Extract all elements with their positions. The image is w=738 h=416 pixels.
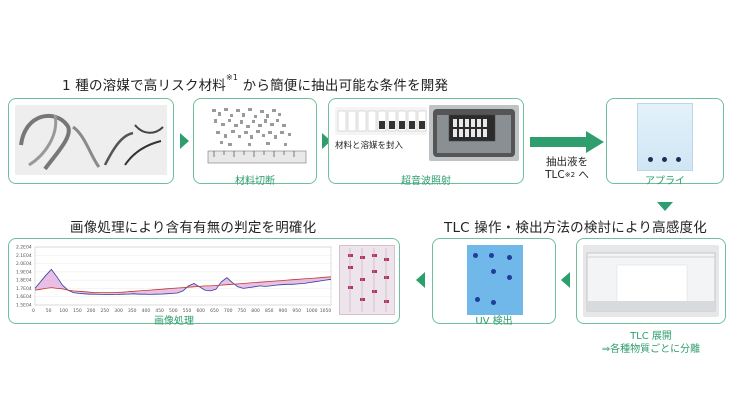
heading-top-rest: から簡便に抽出可能な条件を開発 <box>238 78 449 94</box>
y-tick-label: 1.7E04 <box>16 286 32 292</box>
x-tick-label: 0 <box>32 308 35 314</box>
caption-ultrasonic: 超音波照射 <box>401 176 451 187</box>
difference-fill <box>35 269 331 295</box>
x-tick-label: 1000 <box>306 308 318 314</box>
x-tick-label: 650 <box>210 308 219 314</box>
y-tick-label: 2.2E04 <box>16 245 32 251</box>
arrow-right-icon <box>180 133 189 149</box>
caption-develop: TLC 展開 <box>630 331 672 342</box>
uv-spot <box>473 253 478 258</box>
step-box-uv: UV 検出 <box>432 238 556 327</box>
spot-2 <box>662 157 667 162</box>
step-box-ultrasonic: 材料と溶媒を封入 超音波照射 <box>328 98 524 187</box>
spectrum-chart: 2.2E04 2.1E04 2.0E04 1.9E04 1.8E04 1.7E04 1.6E… <box>16 245 332 315</box>
extract-sup: ※2 <box>564 171 576 179</box>
x-tick-label: 500 <box>169 308 178 314</box>
step-box-apply: アプライ <box>606 98 724 187</box>
tlc-plate <box>637 103 693 171</box>
uv-spot <box>491 269 496 274</box>
x-tick-label: 1050 <box>320 308 332 314</box>
uv-plate <box>467 245 523 315</box>
x-tick-label: 900 <box>279 308 288 314</box>
extract-line-1: 抽出液を <box>546 156 588 168</box>
caption-uv: UV 検出 <box>475 316 513 327</box>
extract-tlc: TLC <box>545 169 565 181</box>
x-tick-label: 950 <box>292 308 301 314</box>
caption-cut: 材料切断 <box>235 176 275 187</box>
x-tick-label: 150 <box>73 308 82 314</box>
x-tick-label: 750 <box>238 308 247 314</box>
x-tick-label: 350 <box>128 308 137 314</box>
y-tick-label: 1.5E04 <box>16 303 32 309</box>
vials-photo <box>335 107 427 135</box>
tlc-lanes-image <box>339 245 395 315</box>
cables-image <box>15 105 167 175</box>
x-tick-label: 50 <box>46 308 52 314</box>
series-line-2 <box>34 276 332 293</box>
extract-to: へ <box>575 169 589 181</box>
develop-tank-photo <box>583 245 719 317</box>
extract-note: 抽出液を TLC※2 へ <box>532 156 602 182</box>
y-tick-label: 2.0E04 <box>16 261 32 267</box>
uv-spot <box>507 275 512 280</box>
uv-spot <box>475 297 480 302</box>
heading-top: 1 種の溶媒で高リスク材料※1 から簡便に抽出可能な条件を開発 <box>62 73 449 94</box>
step-box-develop <box>576 238 726 324</box>
caption-develop-sub: ⇒各種物質ごとに分離 <box>601 344 701 355</box>
vials-image <box>335 107 427 135</box>
y-tick-label: 1.6E04 <box>16 294 32 300</box>
heading-tlc: TLC 操作・検出方法の検討により高感度化 <box>444 220 707 236</box>
heading-top-text: 1 種の溶媒で高リスク材料 <box>62 78 226 94</box>
ultrasonic-bath-photo <box>429 105 519 161</box>
x-tick-label: 250 <box>101 308 110 314</box>
y-tick-label: 1.8E04 <box>16 278 32 284</box>
materials-photo <box>15 105 167 175</box>
arrow-right-icon <box>322 133 331 149</box>
cut-pieces-photo <box>204 103 308 169</box>
y-tick-label: 1.9E04 <box>16 269 32 275</box>
step-box-materials <box>8 98 174 184</box>
arrow-down-icon <box>657 202 673 211</box>
x-tick-label: 850 <box>265 308 274 314</box>
develop-tank-image <box>583 245 719 317</box>
uv-spot <box>507 255 512 260</box>
arrow-left-icon <box>561 272 570 288</box>
x-tick-label: 200 <box>87 308 96 314</box>
x-tick-label: 550 <box>183 308 192 314</box>
x-tick-label: 450 <box>155 308 164 314</box>
plot-frame <box>34 246 332 306</box>
heading-image: 画像処理により含有有無の判定を明確化 <box>70 220 317 236</box>
label-seal: 材料と溶媒を封入 <box>335 141 404 151</box>
uv-spot <box>491 300 496 305</box>
heading-top-sup: ※1 <box>225 73 239 82</box>
x-tick-label: 600 <box>196 308 205 314</box>
x-tick-label: 800 <box>251 308 260 314</box>
spot-1 <box>648 157 653 162</box>
y-tick-label: 2.1E04 <box>16 253 32 259</box>
x-tick-label: 100 <box>59 308 68 314</box>
step-box-image: 2.2E04 2.1E04 2.0E04 1.9E04 1.8E04 1.7E04 1.6E… <box>8 238 400 327</box>
caption-apply: アプライ <box>645 176 685 187</box>
big-arrow-right-icon <box>530 131 604 153</box>
caption-image: 画像処理 <box>154 316 194 327</box>
step-box-cut: 材料切断 <box>193 98 317 187</box>
uv-spot <box>489 253 494 258</box>
arrow-left-icon <box>416 272 425 288</box>
x-tick-label: 400 <box>142 308 151 314</box>
spot-3 <box>676 157 681 162</box>
cut-pieces-image <box>207 108 307 164</box>
lanes-image <box>340 246 394 314</box>
extract-line-2: TLC※2 へ <box>532 169 602 182</box>
x-tick-label: 700 <box>224 308 233 314</box>
series-line-1 <box>34 268 332 295</box>
ultrasonic-bath-image <box>429 105 519 161</box>
x-tick-label: 300 <box>114 308 123 314</box>
